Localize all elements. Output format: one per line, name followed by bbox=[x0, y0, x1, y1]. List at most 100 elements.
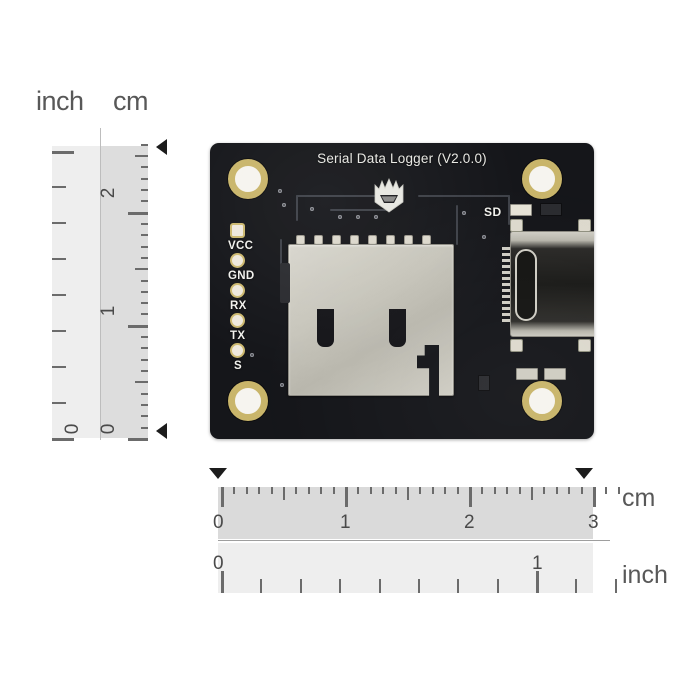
pin-pad-s bbox=[230, 343, 245, 358]
vertical-ruler-cm-label-0: 0 bbox=[98, 423, 119, 435]
vertical-cm-major-tick bbox=[128, 324, 148, 328]
horizontal-cm-major-tick bbox=[345, 487, 348, 507]
horizontal-cm-minor-tick bbox=[283, 487, 285, 500]
usb-c-solder-tab bbox=[510, 339, 523, 352]
pin-label-tx: TX bbox=[230, 330, 246, 342]
horizontal-inch-minor-tick bbox=[299, 579, 302, 593]
vertical-ruler-cm-band bbox=[100, 146, 148, 438]
vertical-inch-minor-tick bbox=[52, 402, 66, 405]
vertical-ruler-cm-label-2: 2 bbox=[98, 187, 119, 199]
horizontal-inch-minor-tick bbox=[378, 579, 381, 593]
vertical-ruler-cm-label-1: 1 bbox=[98, 305, 119, 317]
vertical-cm-minor-tick bbox=[141, 415, 148, 418]
usb-c-solder-tab bbox=[578, 339, 591, 352]
pcb-via bbox=[482, 235, 486, 239]
horizontal-cm-minor-tick bbox=[493, 487, 496, 494]
horizontal-cm-minor-tick bbox=[531, 487, 533, 500]
vertical-cm-minor-tick bbox=[135, 268, 148, 271]
horizontal-ruler-inch-label-0: 0 bbox=[213, 553, 224, 574]
horizontal-ruler-inch-label-1: 1 bbox=[532, 553, 543, 574]
pcb-via bbox=[374, 215, 378, 219]
pcb-via bbox=[338, 215, 342, 219]
vertical-cm-minor-tick bbox=[141, 143, 148, 146]
vertical-cm-minor-tick bbox=[141, 245, 148, 248]
horizontal-ruler-cm-label-2: 2 bbox=[464, 512, 475, 533]
horizontal-inch-minor-tick bbox=[614, 579, 617, 593]
pin-pad-vcc bbox=[230, 223, 245, 238]
horizontal-cm-minor-tick bbox=[357, 487, 360, 494]
vertical-cm-minor-tick bbox=[141, 358, 148, 361]
horizontal-cm-minor-tick bbox=[270, 487, 273, 494]
mounting-hole-top-right bbox=[522, 159, 562, 199]
smd-component bbox=[544, 368, 566, 380]
measurement-arrow-right bbox=[575, 468, 593, 479]
smd-component bbox=[478, 375, 490, 391]
horizontal-cm-major-tick bbox=[469, 487, 472, 507]
vertical-cm-minor-tick bbox=[141, 279, 148, 282]
horizontal-cm-minor-tick bbox=[419, 487, 422, 494]
horizontal-inch-major-tick bbox=[221, 571, 224, 593]
mounting-hole-bottom-right bbox=[522, 381, 562, 421]
pcb-via bbox=[280, 383, 284, 387]
horizontal-cm-minor-tick bbox=[481, 487, 484, 494]
usb-c-solder-tab bbox=[510, 219, 523, 232]
horizontal-cm-minor-tick bbox=[543, 487, 546, 494]
vertical-cm-minor-tick bbox=[141, 336, 148, 339]
vertical-cm-minor-tick bbox=[135, 155, 148, 157]
horizontal-cm-minor-tick bbox=[444, 487, 447, 494]
horizontal-cm-minor-tick bbox=[456, 487, 459, 494]
pcb-via bbox=[282, 203, 286, 207]
pcb-trace bbox=[296, 195, 298, 221]
pcb-via bbox=[462, 211, 466, 215]
horizontal-inch-minor-tick bbox=[339, 579, 342, 593]
vertical-inch-minor-tick bbox=[52, 330, 66, 333]
vertical-cm-minor-tick bbox=[141, 370, 148, 373]
vertical-cm-major-tick bbox=[128, 438, 148, 441]
horizontal-ruler-divider bbox=[218, 540, 610, 541]
mounting-hole-bottom-left bbox=[228, 381, 268, 421]
pcb-trace bbox=[418, 195, 510, 197]
horizontal-cm-major-tick bbox=[593, 487, 596, 507]
pcb-via bbox=[278, 189, 282, 193]
pcb-via bbox=[250, 353, 254, 357]
vertical-cm-minor-tick bbox=[141, 392, 148, 395]
horizontal-ruler-cm-label-1: 1 bbox=[340, 512, 351, 533]
sd-slot-spring-cutout bbox=[417, 345, 439, 403]
pin-pad-tx bbox=[230, 313, 245, 328]
smd-component bbox=[516, 368, 538, 380]
vertical-cm-minor-tick bbox=[141, 166, 148, 169]
pin-label-vcc: VCC bbox=[228, 240, 254, 252]
horizontal-inch-minor-tick bbox=[417, 579, 420, 593]
vertical-cm-major-tick bbox=[128, 211, 148, 215]
vertical-ruler-inch-band bbox=[52, 146, 100, 438]
vertical-cm-minor-tick bbox=[141, 256, 148, 259]
vertical-inch-major-tick bbox=[52, 150, 74, 154]
microsd-card-slot[interactable] bbox=[280, 244, 454, 403]
horizontal-cm-minor-tick bbox=[245, 487, 248, 494]
vertical-cm-minor-tick bbox=[141, 177, 148, 180]
horizontal-cm-minor-tick bbox=[295, 487, 298, 494]
sd-slot-cutout bbox=[389, 309, 406, 347]
smd-resistor bbox=[540, 203, 562, 216]
horizontal-cm-minor-tick bbox=[382, 487, 385, 494]
usb-c-solder-tab bbox=[578, 219, 591, 232]
pin-pad-rx bbox=[230, 283, 245, 298]
horizontal-ruler-cm-header: cm bbox=[622, 484, 656, 512]
horizontal-inch-minor-tick bbox=[260, 579, 263, 593]
measurement-arrow-left bbox=[209, 468, 227, 479]
usb-type-c-port[interactable] bbox=[510, 231, 594, 337]
horizontal-cm-minor-tick bbox=[555, 487, 558, 494]
vertical-ruler-inch-label-0: 0 bbox=[62, 423, 83, 435]
horizontal-ruler-cm-label-3: 3 bbox=[588, 512, 599, 533]
horizontal-cm-minor-tick bbox=[369, 487, 372, 494]
horizontal-inch-minor-tick bbox=[575, 579, 578, 593]
sd-slot-lip bbox=[280, 263, 290, 303]
vertical-cm-minor-tick bbox=[141, 404, 148, 407]
vertical-ruler-cm-header: cm bbox=[113, 86, 149, 116]
pcb-trace bbox=[330, 209, 390, 211]
horizontal-cm-minor-tick bbox=[332, 487, 335, 494]
vertical-inch-minor-tick bbox=[52, 366, 66, 369]
horizontal-cm-minor-tick bbox=[518, 487, 521, 494]
vertical-inch-minor-tick bbox=[52, 258, 66, 261]
horizontal-ruler-cm-band bbox=[218, 487, 593, 539]
